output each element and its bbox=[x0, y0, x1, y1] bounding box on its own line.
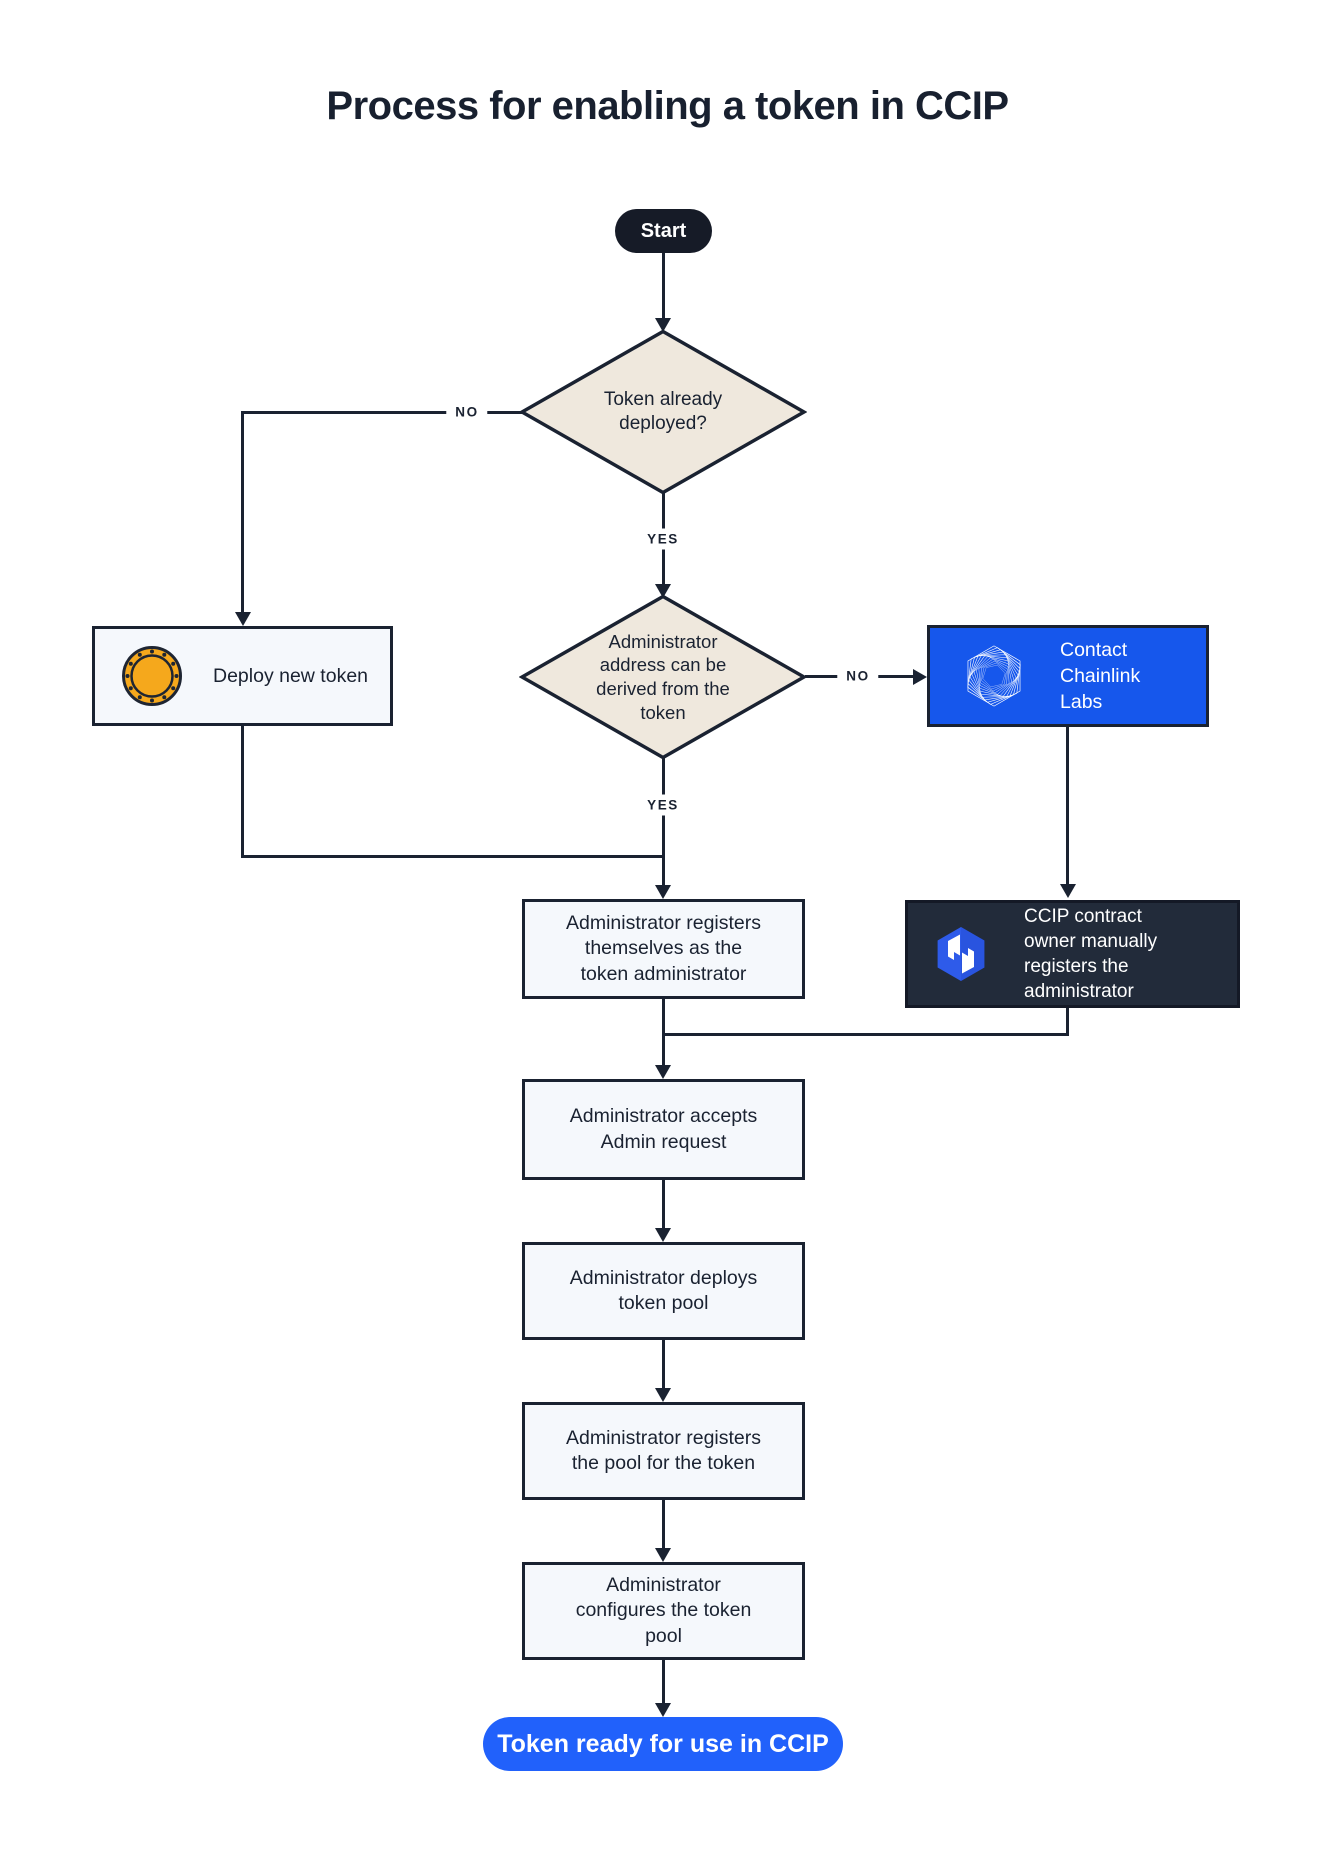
arrowhead-deploypool-box bbox=[655, 1228, 671, 1242]
decision2-label: Administrator address can be derived fro… bbox=[596, 630, 730, 723]
connector-decision1-no-h bbox=[241, 410, 522, 414]
connector-deploy-down bbox=[241, 726, 244, 858]
contact-chainlink-node: Contact Chainlink Labs bbox=[927, 625, 1209, 727]
contact-chainlink-label: Contact Chainlink Labs bbox=[1060, 638, 1141, 714]
arrowhead-contact-box bbox=[913, 668, 927, 685]
accept-request-node: Administrator accepts Admin request bbox=[522, 1079, 805, 1180]
arrowhead-register-admin bbox=[655, 885, 671, 899]
edge-label-yes-2: YES bbox=[638, 794, 688, 816]
end-label: Token ready for use in CCIP bbox=[497, 1729, 829, 1758]
configure-pool-node: Administrator configures the token pool bbox=[522, 1562, 805, 1660]
connector-accept-deploypool bbox=[661, 1180, 665, 1228]
connector-register-accept bbox=[661, 999, 665, 1065]
edge-label-no-1: NO bbox=[446, 401, 488, 423]
connector-manual-merge bbox=[662, 1033, 1069, 1036]
page-title: Process for enabling a token in CCIP bbox=[326, 84, 1009, 128]
ccip-cube-logo bbox=[937, 927, 985, 981]
connector-registerpool-configurepool bbox=[661, 1500, 665, 1548]
deploy-pool-label: Administrator deploys token pool bbox=[569, 1266, 758, 1314]
arrowhead-configurepool-box bbox=[655, 1548, 671, 1562]
register-admin-node: Administrator registers themselves as th… bbox=[522, 899, 805, 999]
connector-deploypool-registerpool bbox=[661, 1340, 665, 1388]
connector-contact-manual bbox=[1066, 727, 1069, 884]
coin-icon bbox=[122, 646, 182, 706]
decision-admin-derivable: Administrator address can be derived fro… bbox=[519, 594, 807, 760]
connector-deploy-merge bbox=[241, 855, 663, 858]
decision1-label: Token already deployed? bbox=[603, 388, 723, 434]
start-label: Start bbox=[640, 219, 687, 242]
end-node: Token ready for use in CCIP bbox=[483, 1717, 843, 1771]
register-admin-label: Administrator registers themselves as th… bbox=[565, 911, 762, 985]
deploy-new-token-node: Deploy new token bbox=[92, 626, 393, 726]
accept-request-label: Administrator accepts Admin request bbox=[569, 1105, 758, 1153]
diamond-shape bbox=[519, 329, 807, 495]
connector-decision1-no-v bbox=[241, 410, 244, 613]
arrowhead-registerpool-box bbox=[655, 1388, 671, 1402]
register-pool-node: Administrator registers the pool for the… bbox=[522, 1402, 805, 1500]
configure-pool-label: Administrator configures the token pool bbox=[575, 1573, 752, 1647]
manual-register-node: CCIP contract owner manually registers t… bbox=[905, 900, 1240, 1008]
connector-manual-down bbox=[1066, 1008, 1069, 1036]
arrowhead-decision2 bbox=[655, 584, 671, 598]
deploy-pool-node: Administrator deploys token pool bbox=[522, 1242, 805, 1340]
register-pool-label: Administrator registers the pool for the… bbox=[565, 1426, 762, 1474]
connector-start-decision1 bbox=[661, 253, 665, 319]
connector-configurepool-end bbox=[661, 1660, 665, 1703]
chainlink-labs-logo bbox=[963, 643, 1025, 709]
start-node: Start bbox=[615, 209, 712, 253]
deploy-new-token-label: Deploy new token bbox=[213, 664, 369, 687]
edge-label-yes-1: YES bbox=[638, 528, 688, 550]
arrowhead-deploy-box bbox=[234, 612, 251, 626]
connector-decision2-yes bbox=[661, 757, 665, 885]
decision-token-already-deployed: Token already deployed? bbox=[519, 329, 807, 495]
arrowhead-decision1 bbox=[655, 318, 671, 332]
manual-register-label: CCIP contract owner manually registers t… bbox=[1024, 905, 1158, 1003]
arrowhead-end-pill bbox=[655, 1703, 671, 1717]
edge-label-no-2: NO bbox=[837, 665, 879, 687]
arrowhead-manual-box bbox=[1059, 884, 1076, 898]
arrowhead-accept-box bbox=[655, 1065, 671, 1079]
